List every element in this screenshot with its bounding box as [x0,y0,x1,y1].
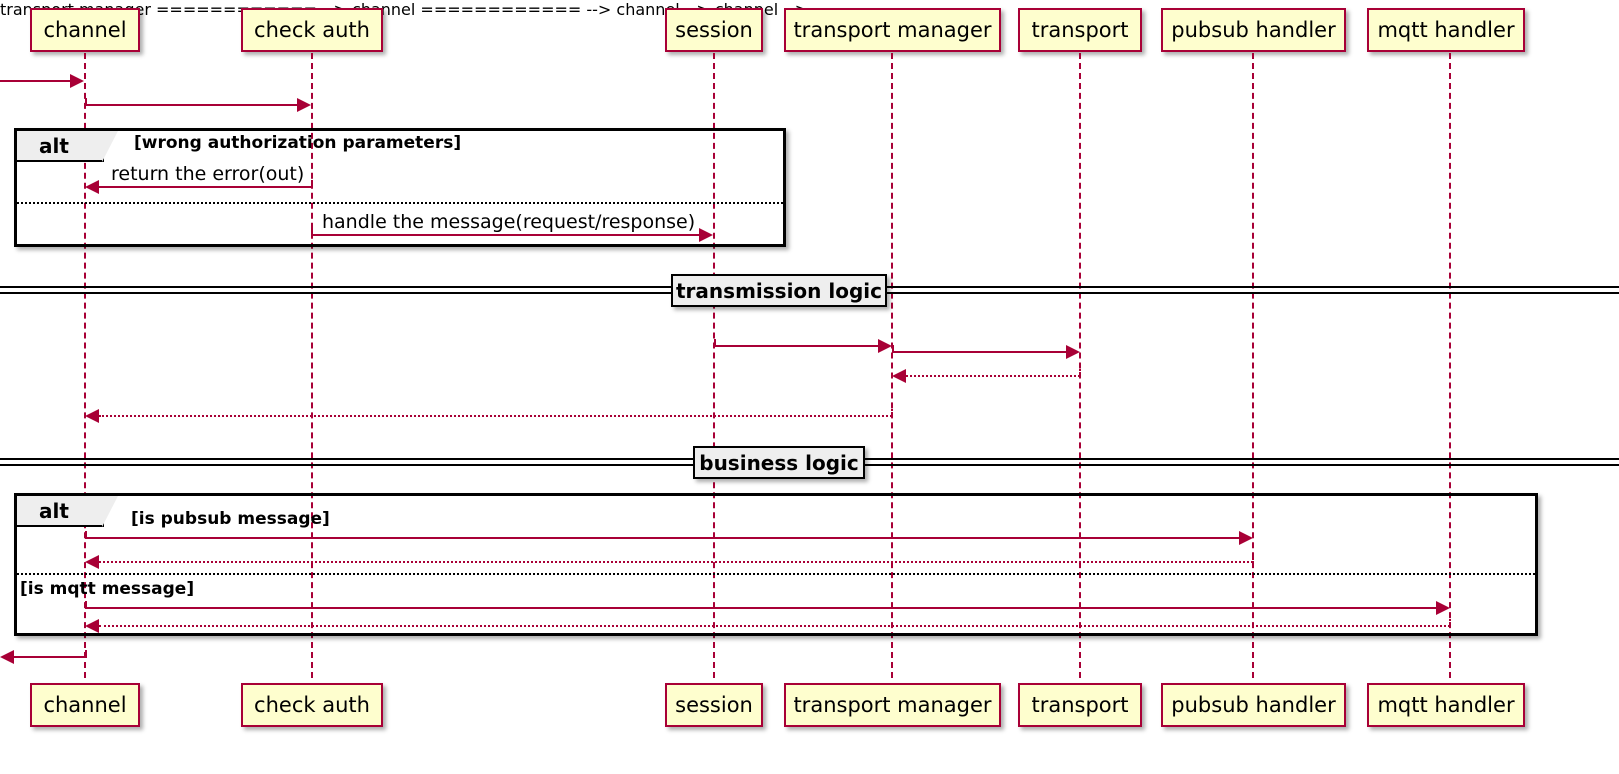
lifeline-session [713,53,715,678]
participant-pubsub-handler-bottom[interactable]: pubsub handler [1161,683,1346,727]
message-9-arrowhead [1239,531,1253,545]
alt-group-handler-condition-0: [is pubsub message] [131,509,330,529]
lifeline-transport-manager [891,53,893,678]
participant-mqtt-handler-top[interactable]: mqtt handler [1367,8,1525,52]
message-9-line [85,537,1239,539]
separator-business-line-bottom-right [864,464,1619,466]
message-13-stub [85,650,87,658]
message-5-line [714,345,878,347]
message-4-stub [311,228,313,236]
separator-business-line-top-right [864,458,1619,460]
message-5-arrowhead [878,339,892,353]
separator-transmission-line-top-left [0,286,676,288]
separator-transmission-line-top-right [886,286,1619,288]
message-7-stub [1079,369,1081,377]
message-10-line [99,561,1253,563]
message-6-stub [892,345,894,353]
message-2-arrowhead [297,98,311,112]
message-9-stub [85,531,87,539]
message-3-line [99,186,312,188]
message-10-arrowhead [85,555,99,569]
alt-group-handler-condition-1: [is mqtt message] [20,579,195,599]
participant-transport-bottom[interactable]: transport [1018,683,1142,727]
participant-session-top[interactable]: session [665,8,763,52]
participant-transport-manager-top[interactable]: transport manager [784,8,1001,52]
participant-channel-top[interactable]: channel [30,8,140,52]
separator-business-line-top-left [0,458,698,460]
participant-transport-top[interactable]: transport [1018,8,1142,52]
message-11-stub [85,601,87,609]
message-10-stub [1252,555,1254,563]
message-1-line [0,80,72,82]
participant-transport-manager-bottom[interactable]: transport manager [784,683,1001,727]
lifeline-channel [84,53,86,678]
message-2-line [85,104,297,106]
alt-group-handler [14,493,1538,636]
participant-check-auth-top[interactable]: check auth [241,8,383,52]
separator-transmission-line-bottom-left [0,292,676,294]
alt-group-auth-keyword: alt [17,131,119,162]
message-2-stub [85,98,87,106]
message-11-line [85,607,1436,609]
message-6-line [892,351,1066,353]
message-7-line [906,375,1080,377]
message-13-line [14,656,86,658]
participant-check-auth-bottom[interactable]: check auth [241,683,383,727]
message-8-arrowhead [85,409,99,423]
message-3-arrowhead [85,180,99,194]
message-5-stub [714,339,716,347]
message-11-arrowhead [1436,601,1450,615]
lifeline-check-auth [311,53,313,678]
participant-session-bottom[interactable]: session [665,683,763,727]
message-8-line [99,415,892,417]
alt-group-handler-divider [17,573,1535,575]
message-13-arrowhead [0,650,14,664]
message-4-label: handle the message(request/response) [322,211,696,233]
message-12-arrowhead [85,619,99,633]
message-3-stub [311,180,313,188]
separator-transmission-label: transmission logic [671,274,887,307]
participant-channel-bottom[interactable]: channel [30,683,140,727]
participant-pubsub-handler-top[interactable]: pubsub handler [1161,8,1346,52]
separator-transmission-line-bottom-right [886,292,1619,294]
message-3-label: return the error(out) [111,163,305,185]
lifeline-mqtt-handler [1449,53,1451,678]
lifeline-transport [1079,53,1081,678]
message-8-stub [891,409,893,417]
message-12-stub [1449,619,1451,627]
separator-business-label: business logic [693,446,865,479]
alt-group-handler-keyword: alt [17,496,119,527]
message-4-line [311,234,699,236]
alt-group-handler-tab-clip: alt [17,496,121,529]
message-12-line [99,625,1450,627]
message-6-arrowhead [1066,345,1080,359]
message-4-arrowhead [699,228,713,242]
message-1-arrowhead [70,74,84,88]
participant-mqtt-handler-bottom[interactable]: mqtt handler [1367,683,1525,727]
alt-group-auth-divider [17,202,783,204]
lifeline-pubsub-handler [1252,53,1254,678]
alt-group-auth-tab-clip: alt [17,131,121,164]
alt-group-auth [14,128,786,247]
separator-business-line-bottom-left [0,464,698,466]
message-7-arrowhead [892,369,906,383]
alt-group-auth-condition-0: [wrong authorization parameters] [134,133,462,153]
